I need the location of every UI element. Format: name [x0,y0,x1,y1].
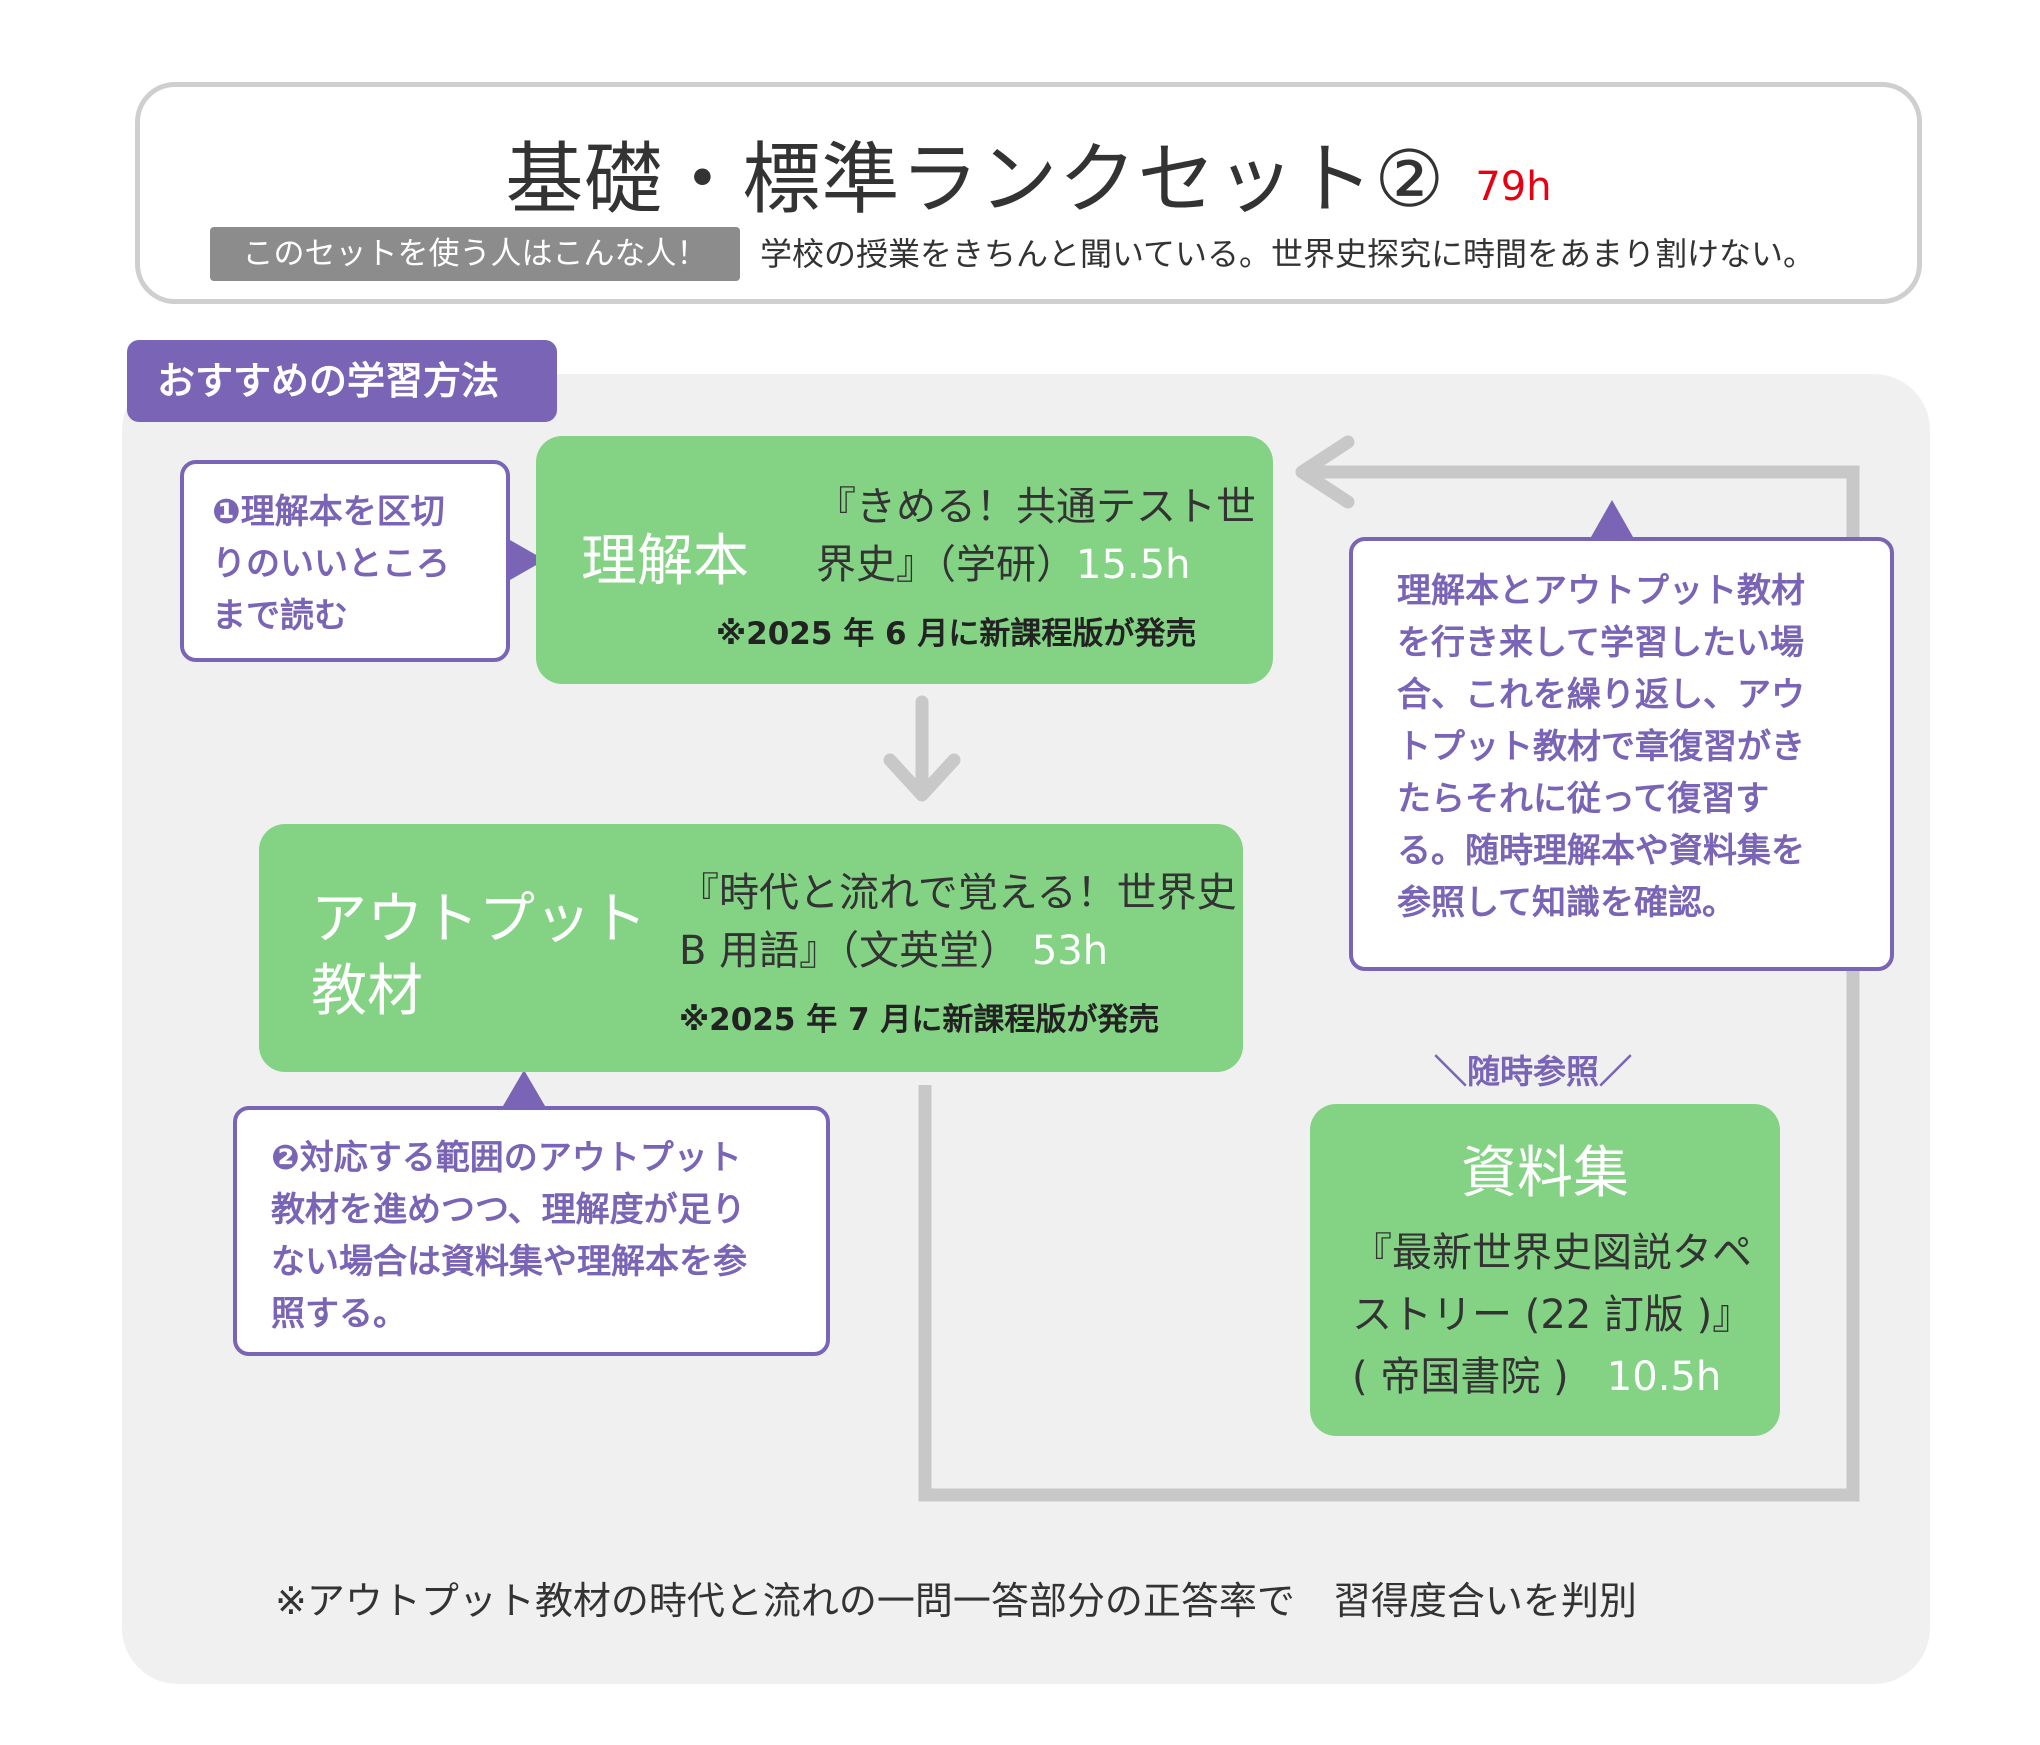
understanding-book-publisher: 界史』（学研） [816,542,1076,588]
header-card: 基礎・標準ランクセット② 79h このセットを使う人はこんな人！ 学校の授業をきち… [135,82,1922,304]
step-2-line: ない場合は資料集や理解本を参 [271,1242,747,1282]
step-1-line: まで読む [212,596,348,636]
total-hours: 79h [1475,164,1552,210]
loop-line-text: トプット教材で章復習がき [1397,727,1805,767]
loop-line-text: る。随時理解本や資料集を [1397,831,1805,871]
section-tab: おすすめの学習方法 [127,340,557,422]
output-material-label: アウトプット 教材 [311,884,647,1028]
output-material-title-line2: B 用語』（文英堂） 53h [679,922,1237,980]
step-1-line: ❶理解本を区切 [212,492,445,532]
title-row: 基礎・標準ランクセット② 79h [140,117,1917,229]
step-2-line: ❷対応する範囲のアウトプット [271,1138,742,1178]
understanding-book-title-line1: 『きめる！共通テスト世 [816,484,1256,530]
callout-2-pointer [503,1070,545,1106]
loop-line-text: 合、これを繰り返し、アウ [1397,675,1805,715]
understanding-book-note: ※2025 年 6 月に新課程版が発売 [716,616,1197,652]
reference-material-box: 資料集 『最新世界史図説タペ ストリー (22 訂版 )』 ( 帝国書院 ) 1… [1310,1104,1780,1436]
output-material-title: 『時代と流れで覚える！世界史 B 用語』（文英堂） 53h [679,864,1237,980]
reference-material-title-line2: ストリー (22 訂版 )』 [1352,1292,1753,1338]
step-1-line: りのいいところ [212,544,450,584]
reference-material-label: 資料集 [1461,1141,1629,1206]
understanding-book-label: 理解本 [581,529,749,594]
reference-material-hours: 10.5h [1606,1354,1722,1400]
output-material-box: アウトプット 教材 『時代と流れで覚える！世界史 B 用語』（文英堂） 53h … [259,824,1243,1072]
reference-material-title: 『最新世界史図説タペ ストリー (22 訂版 )』 ( 帝国書院 ) 10.5h [1352,1222,1752,1408]
step-2-line: 照する。 [271,1294,407,1334]
callout-1-pointer [510,540,545,580]
output-material-note: ※2025 年 7 月に新課程版が発売 [679,1002,1160,1038]
page-title: 基礎・標準ランクセット② [505,135,1446,225]
output-material-hours: 53h [1031,928,1109,974]
understanding-book-box: 理解本 『きめる！共通テスト世 界史』（学研）15.5h ※2025 年 6 月… [536,436,1273,684]
understanding-book-title: 『きめる！共通テスト世 界史』（学研）15.5h [816,478,1256,594]
footnote: ※アウトプット教材の時代と流れの一問一答部分の正答率で 習得度合いを判別 [275,1579,1637,1623]
reference-material-publisher: ( 帝国書院 ) [1352,1354,1569,1400]
reference-material-title-line3: ( 帝国書院 ) 10.5h [1352,1346,1752,1408]
loop-line [918,465,1860,1502]
loop-callout: 理解本とアウトプット教材 を行き来して学習したい場 合、これを繰り返し、アウ ト… [1349,537,1894,971]
target-user-description: 学校の授業をきちんと聞いている。世界史探究に時間をあまり割けない。 [760,235,1816,273]
target-user-badge: このセットを使う人はこんな人！ [210,227,740,281]
output-material-publisher: B 用語』（文英堂） [679,928,1020,974]
output-material-label-line2: 教材 [311,959,423,1024]
down-arrowhead [883,753,961,802]
step-1-callout: ❶理解本を区切 りのいいところ まで読む [180,460,510,662]
loop-arrowhead [1295,435,1355,509]
callout-3-pointer [1591,500,1633,537]
reference-caption: ＼随時参照／ [1434,1052,1632,1091]
loop-line-text: たらそれに従って復習す [1397,779,1770,819]
step-2-callout: ❷対応する範囲のアウトプット 教材を進めつつ、理解度が足り ない場合は資料集や理… [233,1106,830,1356]
reference-material-title-line1: 『最新世界史図説タペ [1352,1230,1752,1276]
loop-line-text: を行き来して学習したい場 [1397,623,1804,663]
loop-line-text: 参照して知識を確認。 [1397,883,1736,923]
understanding-book-hours: 15.5h [1076,542,1191,588]
loop-line-text: 理解本とアウトプット教材 [1397,571,1805,611]
step-2-line: 教材を進めつつ、理解度が足り [271,1190,746,1230]
output-material-label-line1: アウトプット [311,887,647,952]
output-material-title-line1: 『時代と流れで覚える！世界史 [679,870,1237,916]
understanding-book-title-line2: 界史』（学研）15.5h [816,536,1256,594]
